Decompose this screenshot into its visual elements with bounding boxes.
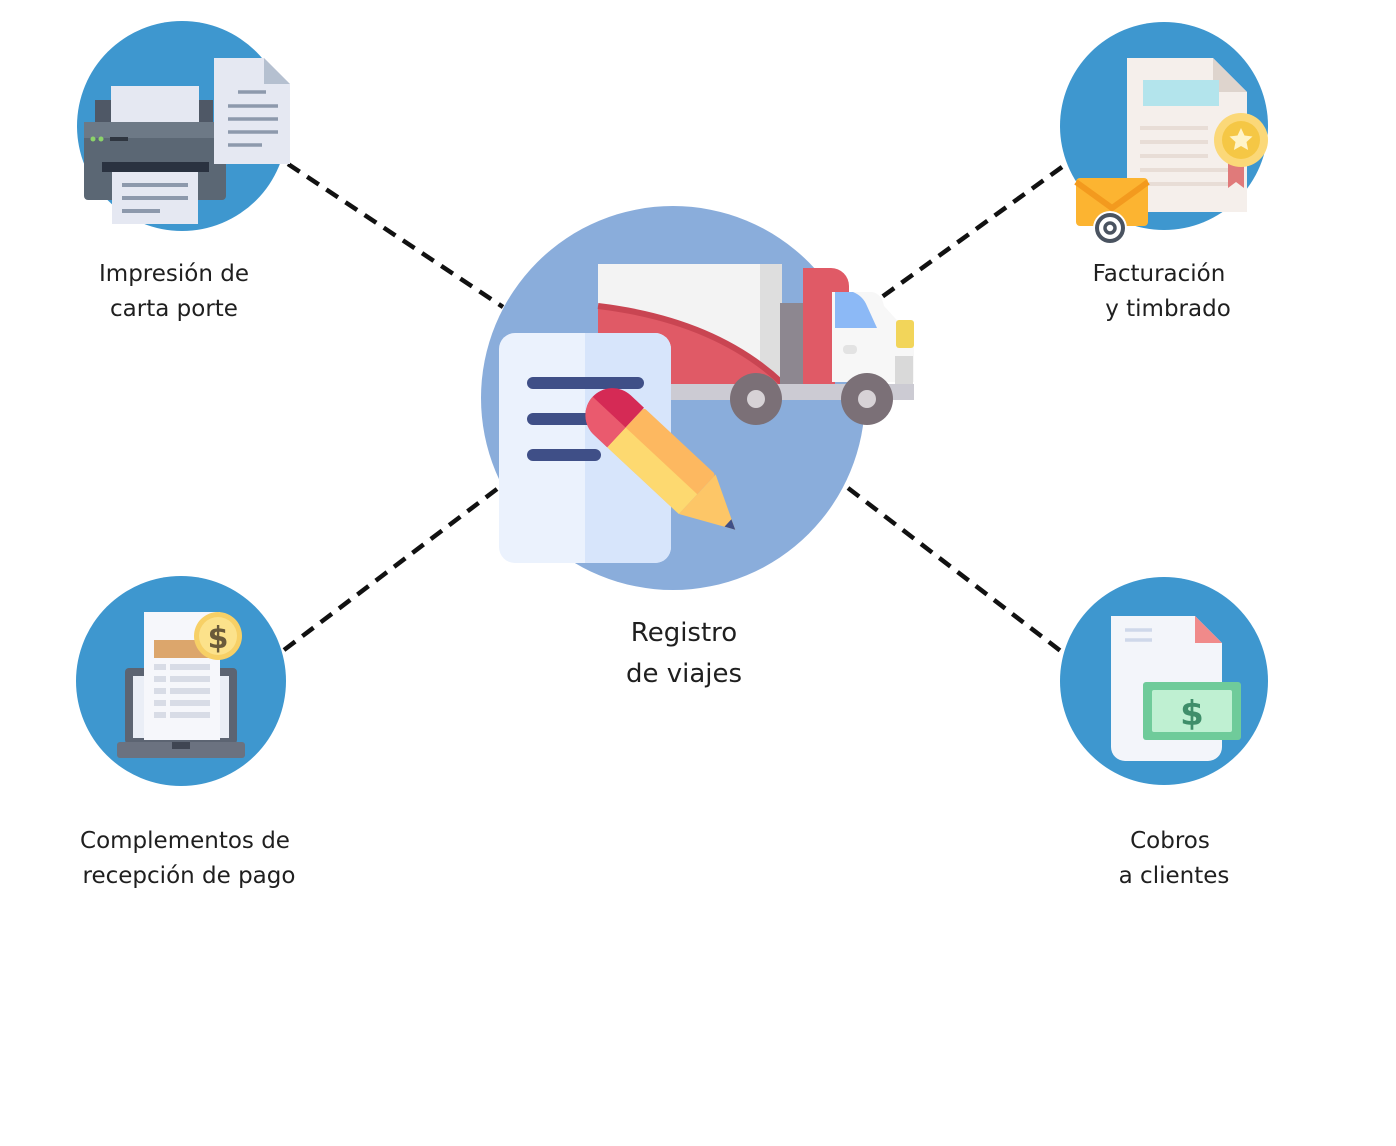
label-line: a clientes (1118, 863, 1230, 889)
connector-complementos (282, 487, 499, 652)
printer-document-icon (84, 58, 290, 224)
connector-cobros (846, 486, 1064, 654)
invoice-banknote-icon: $ (1111, 616, 1241, 761)
laptop-invoice-dollar-icon: $ (117, 612, 245, 758)
label-impresion: Impresión de carta porte (54, 257, 294, 327)
certificate-email-icon (1074, 58, 1268, 245)
connectors (282, 162, 1064, 654)
center-node (481, 206, 914, 590)
label-facturacion: Facturación y timbrado (1044, 257, 1284, 327)
label-line: Complementos de (80, 828, 290, 854)
node-cobros: $ (1060, 577, 1268, 785)
connector-facturacion (866, 165, 1064, 309)
label-line: recepción de pago (82, 863, 296, 889)
label-center: Registro de viajes (564, 613, 804, 695)
svg-text:$: $ (1180, 694, 1204, 734)
svg-text:$: $ (208, 621, 229, 656)
node-facturacion (1060, 22, 1268, 245)
connector-impresion (286, 162, 505, 309)
node-complementos: $ (76, 576, 286, 786)
label-line: Facturación (1092, 261, 1226, 287)
label-line: de viajes (625, 659, 743, 689)
label-line: y timbrado (1105, 296, 1231, 322)
truck-document-pencil-icon (499, 264, 914, 563)
label-line: Cobros (1130, 828, 1210, 854)
label-cobros: Cobros a clientes (1054, 824, 1294, 894)
label-line: Registro (630, 618, 738, 648)
label-complementos: Complementos de recepción de pago (40, 824, 330, 894)
node-impresion (77, 21, 290, 231)
label-line: carta porte (110, 296, 238, 322)
label-line: Impresión de (99, 261, 249, 287)
